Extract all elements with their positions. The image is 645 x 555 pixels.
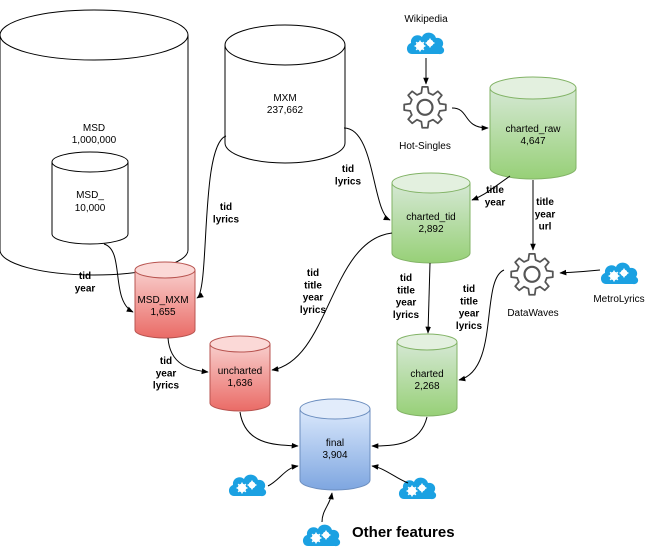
- edge-charted-tid-to-uncharted: [271, 232, 393, 372]
- edge-label-msdmxm-to-uncharted-year: year: [156, 368, 177, 379]
- msd-sample-count: 10,000: [75, 203, 106, 214]
- wikipedia-label: Wikipedia: [404, 14, 448, 25]
- charted-tid-label: charted_tid: [406, 212, 455, 223]
- metrolyrics-label: MetroLyrics: [593, 294, 644, 305]
- edge-label-chartedraw-to-datawaves-year: year: [535, 209, 556, 220]
- hot-singles-label: Hot-Singles: [399, 141, 451, 152]
- edge-charted-to-final: [371, 416, 428, 449]
- metrolyrics-cloud-icon: [600, 261, 639, 285]
- feature-cloud-icon-right: [398, 476, 437, 500]
- charted-raw-label: charted_raw: [505, 124, 561, 135]
- edge-label-mxm-to-msdmxm-tid: tid: [220, 202, 232, 213]
- edge-label-chartedtid-to-uncharted-lyrics: lyrics: [300, 305, 327, 316]
- cylinder-charted-raw: charted_raw 4,647: [489, 76, 577, 180]
- edge-feature-right-to-final: [371, 464, 409, 484]
- edge-charted-raw-to-charted-tid: [471, 175, 511, 201]
- edge-label-chartedtid-to-charted-title: title: [397, 285, 415, 296]
- msd-count: 1,000,000: [72, 135, 117, 146]
- edge-msd-mxm-to-uncharted: [167, 337, 209, 375]
- final-count: 3,904: [322, 450, 347, 461]
- feature-cloud-icon-bottom: [302, 523, 341, 547]
- edge-mxm-to-charted-tid: [343, 127, 391, 221]
- edge-label-chartedraw-to-datawaves-title: title: [536, 197, 554, 208]
- edge-hot-singles-to-charted-raw: [451, 107, 489, 131]
- msd-mxm-count: 1,655: [150, 307, 175, 318]
- charted-label: charted: [410, 369, 443, 380]
- final-label: final: [326, 438, 344, 449]
- edge-msd-to-msd-mxm: [103, 243, 134, 313]
- hot-singles-gear-icon: [403, 85, 447, 129]
- datawaves-gear-icon: [510, 252, 554, 296]
- mxm-count: 237,662: [267, 105, 304, 116]
- datawaves-label: DataWaves: [507, 308, 558, 319]
- mxm-label: MXM: [273, 93, 296, 104]
- uncharted-label: uncharted: [218, 366, 262, 377]
- msd-sample-label: MSD_: [76, 190, 104, 201]
- edge-label-msd-to-msdmxm-year: year: [75, 283, 96, 294]
- edge-label-msdmxm-to-uncharted-tid: tid: [160, 356, 172, 367]
- cylinder-uncharted: uncharted 1,636: [209, 335, 271, 412]
- edge-feature-left-to-final: [267, 464, 299, 487]
- uncharted-count: 1,636: [227, 378, 252, 389]
- edge-uncharted-to-final: [239, 411, 299, 449]
- edge-label-datawaves-to-charted-tid: tid: [463, 284, 475, 295]
- cylinder-charted: charted 2,268: [396, 333, 458, 417]
- edge-label-datawaves-to-charted-year: year: [459, 309, 480, 320]
- edge-label-msdmxm-to-uncharted-lyrics: lyrics: [153, 381, 180, 392]
- wikipedia-cloud-icon: [406, 31, 445, 55]
- charted-tid-count: 2,892: [418, 224, 443, 235]
- edge-label-chartedtid-to-uncharted-year: year: [303, 293, 324, 304]
- msd-mxm-label: MSD_MXM: [137, 295, 188, 306]
- cylinder-mxm: MXM 237,662: [224, 24, 346, 164]
- edge-label-chartedraw-to-chartedtid-year: year: [485, 197, 506, 208]
- cylinder-msd-sample: MSD_ 10,000: [51, 151, 129, 245]
- edge-label-datawaves-to-charted-lyrics: lyrics: [456, 321, 483, 332]
- edge-label-mxm-to-chartedtid-tid: tid: [342, 164, 354, 175]
- other-features-label: Other features: [352, 524, 455, 541]
- edge-mxm-to-msd-mxm: [196, 135, 227, 299]
- edge-feature-bottom-to-final: [321, 492, 334, 523]
- edge-label-chartedtid-to-charted-tid: tid: [400, 273, 412, 284]
- edge-label-datawaves-to-charted-title: title: [460, 296, 478, 307]
- msd-label: MSD: [83, 123, 105, 134]
- edges: [103, 58, 601, 523]
- edge-label-chartedraw-to-chartedtid-title: title: [486, 185, 504, 196]
- edge-label-mxm-to-msdmxm-lyrics: lyrics: [213, 214, 240, 225]
- edge-label-mxm-to-chartedtid-lyrics: lyrics: [335, 176, 362, 187]
- edge-metrolyrics-to-datawaves: [559, 269, 601, 276]
- edge-label-msd-to-msdmxm-tid: tid: [79, 271, 91, 282]
- edge-label-chartedtid-to-uncharted-title: title: [304, 280, 322, 291]
- edge-label-chartedtid-to-uncharted-tid: tid: [307, 268, 319, 279]
- cylinder-charted-tid: charted_tid 2,892: [391, 172, 471, 264]
- edge-label-chartedtid-to-charted-lyrics: lyrics: [393, 310, 420, 321]
- cylinder-msd-mxm: MSD_MXM 1,655: [134, 261, 196, 339]
- feature-cloud-icon-left: [228, 473, 267, 497]
- edge-charted-tid-to-charted: [425, 262, 431, 334]
- charted-count: 2,268: [414, 381, 439, 392]
- cylinder-final: final 3,904: [299, 398, 371, 491]
- edge-datawaves-to-charted: [458, 269, 505, 382]
- charted-raw-count: 4,647: [520, 136, 545, 147]
- edge-label-chartedraw-to-datawaves-url: url: [539, 222, 552, 233]
- edge-label-chartedtid-to-charted-year: year: [396, 298, 417, 309]
